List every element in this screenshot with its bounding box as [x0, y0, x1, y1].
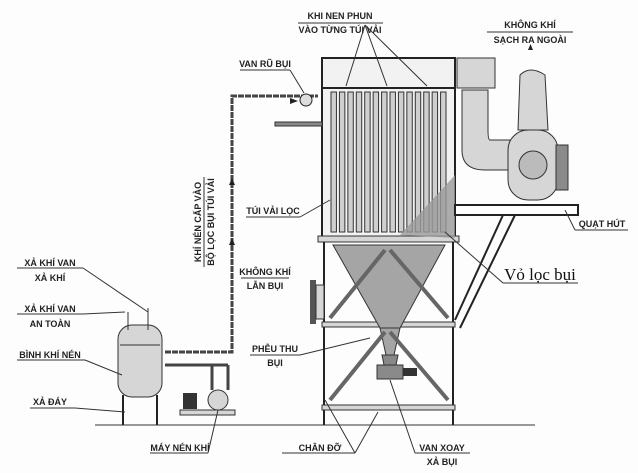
- label-compressor: MÁY NÉN KHÍ: [150, 443, 210, 453]
- label-filter-bags: TÚI VẢI LỌC: [246, 205, 300, 216]
- label-drain: XẢ ĐÁY: [33, 396, 67, 407]
- label-pulse-air: KHI NEN PHUN: [307, 11, 372, 21]
- housing-shell: [400, 175, 455, 238]
- filter-bag: [364, 91, 371, 233]
- rotary-valve: [376, 364, 417, 380]
- label-safety-valve: XẢ KHÍ VAN: [24, 303, 75, 314]
- filter-bag: [338, 91, 346, 233]
- label-hopper-line2: BỤI: [267, 358, 283, 368]
- label-legs: CHÂN ĐỠ: [299, 442, 342, 453]
- dust-hopper: [332, 244, 446, 329]
- label-housing: Vỏ lọc bụi: [504, 265, 576, 284]
- label-supply-line2: BỘ LỌC BỤI TÚI VẢI: [205, 178, 216, 266]
- inlet-flange: [310, 280, 316, 324]
- air-tank: [117, 308, 163, 425]
- label-clean-air-line2: SẠCH RA NGOÀI: [494, 35, 567, 45]
- exhaust-duct: [456, 57, 511, 171]
- filter-bag: [397, 91, 405, 233]
- label-safety-valve-line2: AN TOÀN: [30, 319, 71, 329]
- label-clean-air: KHÔNG KHÍ: [504, 19, 556, 30]
- filter-bag: [372, 91, 380, 233]
- filter-bags: [330, 91, 447, 233]
- filter-bag: [406, 91, 413, 233]
- compressed-air-pipe: [165, 94, 318, 354]
- filter-housing: [317, 57, 460, 243]
- label-dusty-air: KHÔNG KHÍ: [239, 266, 291, 277]
- label-dusty-air-line2: LẪN BỤI: [247, 280, 284, 291]
- label-tank: BÌNH KHÍ NÉN: [19, 350, 81, 360]
- label-vent-valve: XẢ KHÍ VAN: [24, 257, 75, 268]
- air-compressor: [165, 363, 236, 416]
- flow-arrows: [229, 44, 533, 245]
- shake-valve: [299, 93, 313, 107]
- label-hopper: PHỄU THU: [252, 343, 298, 354]
- suction-fan: [507, 69, 569, 201]
- filter-bag: [389, 91, 396, 233]
- fan-platform: [454, 204, 579, 329]
- filter-bag: [414, 91, 422, 233]
- label-rotary-valve: VAN XOAY: [419, 443, 465, 453]
- label-pulse-air-line2: VÀO TỪNG TÚI VẢI: [299, 24, 382, 35]
- filter-bag: [330, 91, 337, 233]
- leader-lines: [17, 22, 628, 454]
- label-shake-valve: VAN RŨ BỤI: [239, 59, 291, 69]
- filter-bag: [355, 91, 363, 233]
- label-fan: QUẠT HÚT: [579, 218, 626, 229]
- label-rotary-valve-line2: XẢ BỤI: [427, 456, 458, 467]
- label-vent-valve-line2: XẢ KHÍ: [35, 272, 66, 283]
- filter-bag: [381, 91, 388, 233]
- cross-braces: [328, 248, 450, 402]
- filter-bag: [347, 91, 354, 233]
- label-supply: KHÍ NÉN CẤP VÀO: [193, 182, 203, 262]
